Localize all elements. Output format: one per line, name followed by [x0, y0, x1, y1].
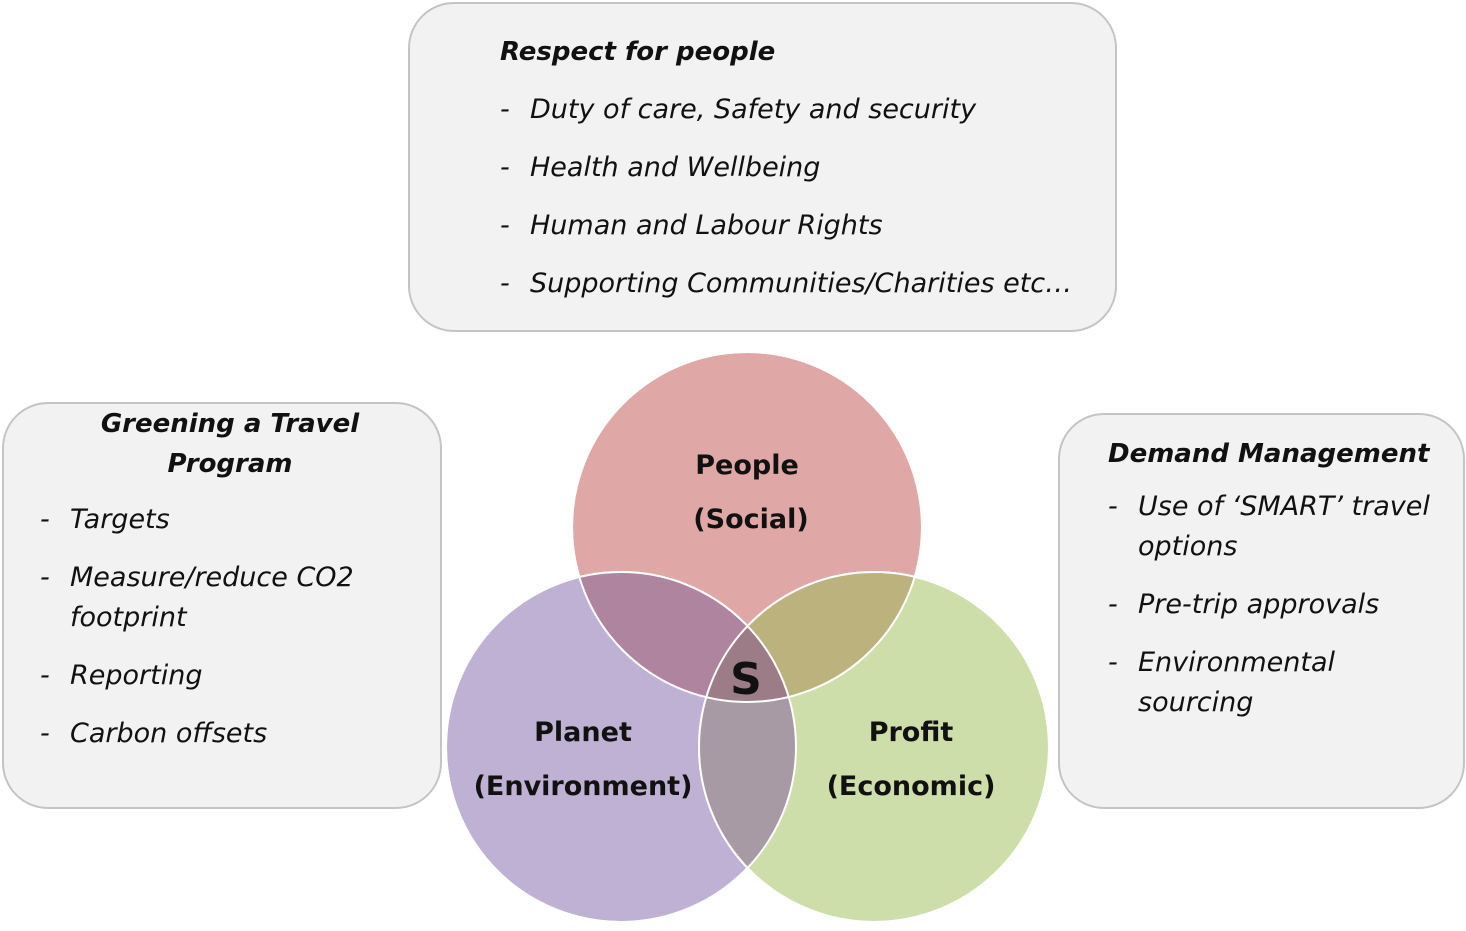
box-title: Demand Management — [1108, 439, 1430, 469]
respect-for-people-box: Respect for people Duty of care, Safety … — [408, 2, 1117, 332]
environment-label: (Environment) — [474, 771, 693, 802]
list-item: Health and Wellbeing — [500, 148, 1115, 188]
list-item: Human and Labour Rights — [500, 206, 1115, 246]
list-item: Duty of care, Safety and security — [500, 90, 1115, 130]
social-label: (Social) — [693, 504, 808, 535]
list-item: Measure/reduce CO2 footprint — [40, 558, 420, 638]
list-item: Targets — [40, 500, 420, 540]
people-profit-overlap — [699, 572, 922, 702]
box-title: Greening a Travel Program — [100, 409, 360, 479]
planet-label: Planet — [534, 717, 632, 748]
list-item: Use of ‘SMART’ travel options — [1108, 487, 1443, 567]
box-title: Respect for people — [500, 37, 776, 67]
list-item: Reporting — [40, 656, 420, 696]
people-planet-overlap — [572, 572, 796, 702]
profit-label: Profit — [869, 717, 954, 748]
greening-travel-program-box: Greening a Travel Program Targets Measur… — [2, 402, 442, 809]
demand-management-box: Demand Management Use of ‘SMART’ travel … — [1058, 413, 1465, 809]
list-item: Environmental sourcing — [1108, 643, 1443, 723]
sustainability-center-label: S — [730, 654, 762, 705]
list-item: Pre-trip approvals — [1108, 585, 1443, 625]
list-item: Supporting Communities/Charities etc… — [500, 264, 1115, 304]
economic-label: (Economic) — [827, 771, 996, 802]
list-item: Carbon offsets — [40, 714, 420, 754]
people-label: People — [695, 450, 799, 481]
